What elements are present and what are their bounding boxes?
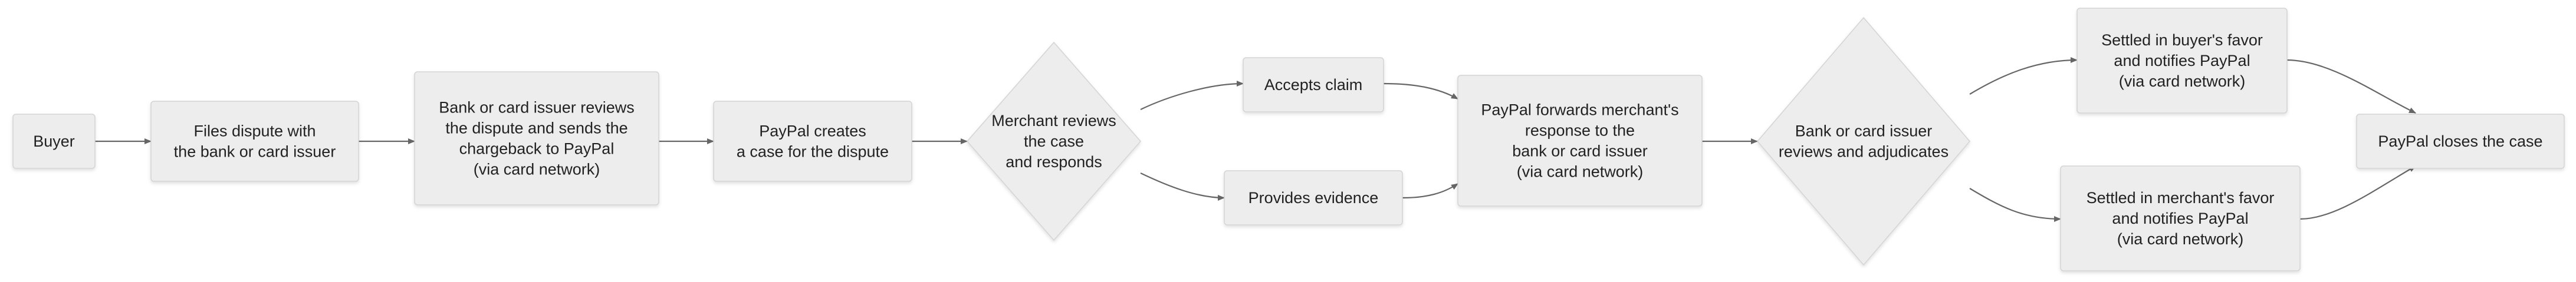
node-buyer-label: Buyer (33, 132, 75, 150)
node-label-line: (via card network) (474, 161, 600, 178)
node-paypal-closes-label: PayPal closes the case (2378, 132, 2542, 150)
node-label-line: Provides evidence (1248, 189, 1379, 207)
edge-provides-evidence-to-paypal-forwards (1402, 183, 1458, 199)
node-label-line: PayPal creates (759, 122, 866, 140)
edge-issuer-adjudicates-to-merchant-favor (1969, 188, 2061, 222)
node-merchant-reviews (967, 41, 1141, 241)
node-provides-evidence-label: Provides evidence (1248, 189, 1379, 207)
node-label-line: (via card network) (2117, 230, 2244, 248)
node-label-line: PayPal closes the case (2378, 132, 2542, 150)
nodes: Buyer Files dispute with the bank or card… (12, 8, 2565, 271)
node-issuer-reviews-label: Bank or card issuer reviews the dispute a… (439, 99, 635, 178)
node-issuer-adjudicates-label: Bank or card issuer reviews and adjudicat… (1779, 122, 1949, 161)
node-merchant-favor-label: Settled in merchant's favor and notifies … (2087, 189, 2275, 248)
node-label-line: a case for the dispute (737, 143, 889, 161)
node-label-line: (via card network) (1517, 163, 1644, 181)
node-issuer-reviews (414, 71, 659, 205)
node-label-line: and notifies PayPal (2112, 210, 2248, 227)
node-buyer-favor (2076, 8, 2288, 114)
node-label-line: Buyer (33, 132, 75, 150)
node-accepts-claim (1243, 57, 1384, 112)
edge-merchant-reviews-to-accepts-claim (1140, 81, 1244, 110)
node-paypal-forwards-label: PayPal forwards merchant's response to th… (1481, 101, 1678, 181)
node-label-line: Bank or card issuer (1795, 122, 1933, 140)
edges (95, 57, 2416, 222)
node-provides-evidence (1224, 170, 1403, 225)
edge-buyer-favor-to-paypal-closes (2286, 59, 2416, 114)
node-buyer (12, 114, 96, 169)
node-paypal-creates-label: PayPal creates a case for the dispute (737, 122, 889, 161)
node-label-line: and notifies PayPal (2114, 52, 2250, 69)
edge-merchant-reviews-to-provides-evidence (1140, 172, 1225, 201)
node-paypal-creates (713, 101, 912, 182)
node-merchant-reviews-label: Merchant reviews the case and responds (991, 112, 1116, 171)
node-label-line: response to the (1525, 122, 1635, 140)
node-label-line: (via card network) (2119, 72, 2246, 90)
edge-accepts-claim-to-paypal-forwards (1383, 82, 1458, 99)
node-label-line: Settled in merchant's favor (2087, 189, 2275, 207)
node-label-line: Files dispute with (193, 122, 316, 140)
node-label-line: the dispute and sends the (445, 120, 627, 137)
node-paypal-closes (2356, 114, 2565, 169)
node-accepts-claim-label: Accepts claim (1264, 76, 1363, 94)
node-issuer-adjudicates (1757, 16, 1970, 266)
edge-issuer-adjudicates-to-buyer-favor (1969, 57, 2078, 95)
node-label-line: Accepts claim (1264, 76, 1363, 94)
node-label-line: Bank or card issuer reviews (439, 99, 635, 117)
node-paypal-forwards (1457, 75, 1703, 207)
node-label-line: the bank or card issuer (174, 143, 336, 161)
edge-merchant-favor-to-paypal-closes (2299, 165, 2416, 220)
node-files-dispute (150, 101, 359, 182)
node-label-line: Settled in buyer's favor (2101, 31, 2263, 49)
node-label-line: reviews and adjudicates (1779, 143, 1949, 161)
node-label-line: the case (1024, 132, 1084, 150)
node-label-line: and responds (1006, 153, 1102, 171)
node-label-line: Merchant reviews (991, 112, 1116, 130)
node-merchant-favor (2060, 165, 2301, 271)
node-label-line: chargeback to PayPal (459, 140, 615, 158)
node-label-line: PayPal forwards merchant's (1481, 101, 1678, 119)
node-files-dispute-label: Files dispute with the bank or card issue… (174, 122, 336, 161)
node-buyer-favor-label: Settled in buyer's favor and notifies Pay… (2101, 31, 2263, 90)
node-label-line: bank or card issuer (1512, 142, 1648, 160)
